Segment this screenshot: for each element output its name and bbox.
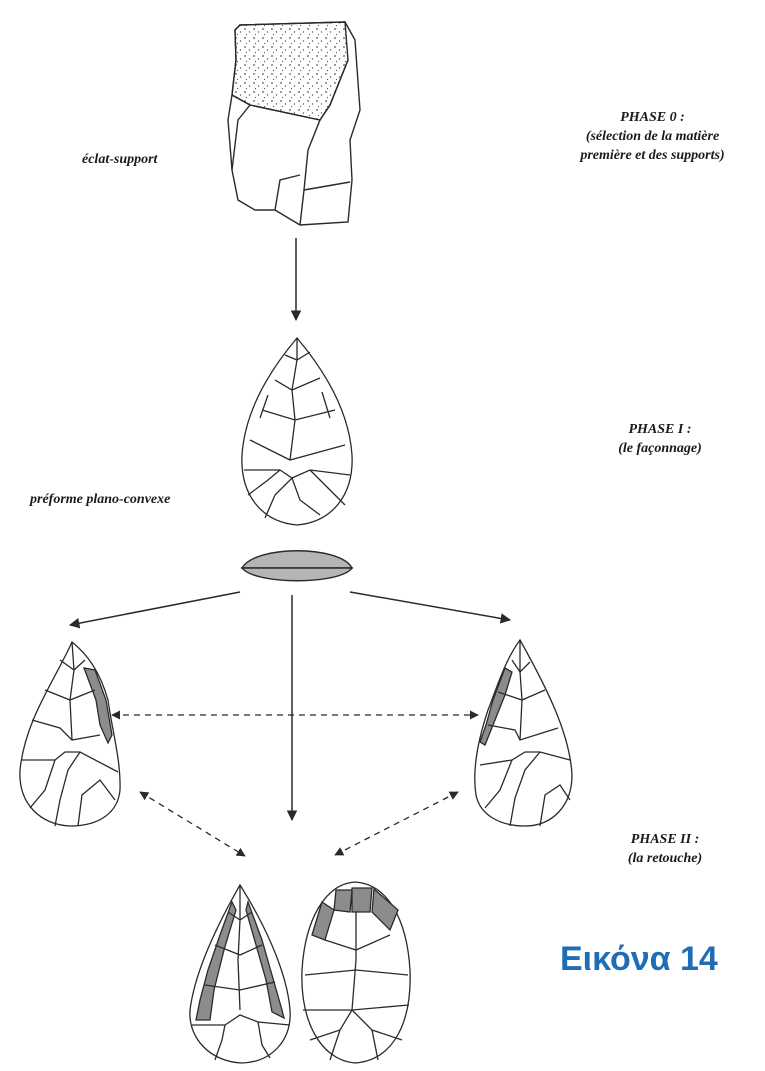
phase1-line1: (le façonnage) xyxy=(618,441,702,456)
arrow-to-left-point xyxy=(68,591,241,629)
phase1-label: PHASE I : (le façonnage) xyxy=(590,420,730,458)
phase1-title: PHASE I : xyxy=(628,422,692,437)
bottom-point-drawing xyxy=(189,883,291,1064)
preforme-label: préforme plano-convexe xyxy=(30,492,171,507)
preforme-section xyxy=(240,550,354,582)
phase0-line1: (sélection de la matière xyxy=(585,129,720,144)
dashed-arrow-right-diag xyxy=(334,791,459,856)
left-point-drawing xyxy=(19,640,121,827)
bottom-scraper-drawing xyxy=(301,881,411,1064)
eclat-support-label: éclat-support xyxy=(82,152,158,167)
phase0-label: PHASE 0 : (sélection de la matière premi… xyxy=(545,108,760,165)
phase0-title: PHASE 0 : xyxy=(620,110,685,125)
preforme-drawing xyxy=(241,336,353,526)
arrow-to-right-point xyxy=(349,591,512,624)
eclat-support-drawing xyxy=(227,21,361,226)
dashed-arrow-left-diag xyxy=(139,791,246,857)
phase0-line2: première et des supports) xyxy=(580,148,725,163)
phase2-label: PHASE II : (la retouche) xyxy=(600,830,730,868)
right-point-drawing xyxy=(474,638,573,827)
phase2-title: PHASE II : xyxy=(630,832,700,847)
figure-number: Εικόνα 14 xyxy=(560,940,718,978)
phase2-line1: (la retouche) xyxy=(627,851,703,866)
